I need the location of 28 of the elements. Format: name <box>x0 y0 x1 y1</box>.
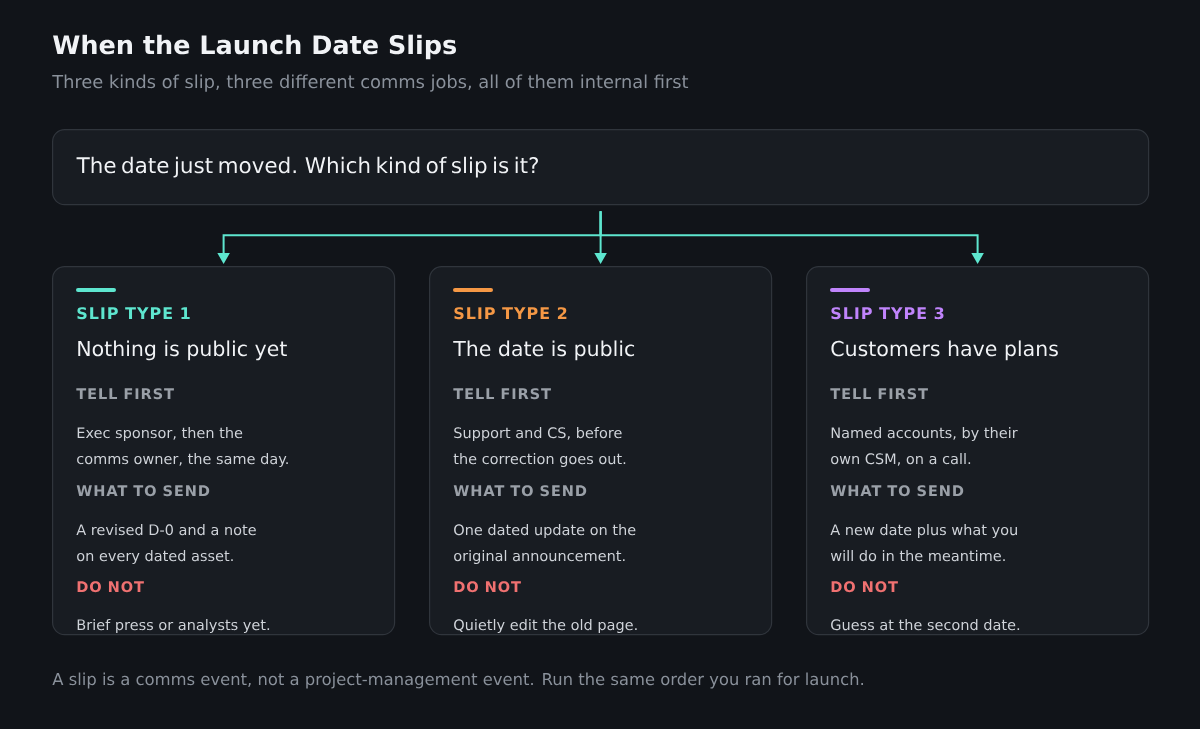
card-title: Customers have plans <box>831 340 1058 361</box>
section-heading: DO NOT <box>831 581 898 593</box>
body-text: Named accounts, by their own CSM, on a call. <box>831 427 1018 466</box>
section-heading: TELL FIRST <box>830 388 928 400</box>
body-text: Brief press or analysts yet. <box>77 619 270 634</box>
type-label: SLIP TYPE 3 <box>831 307 944 320</box>
section-heading: WHAT TO SEND <box>76 485 210 497</box>
section-heading: TELL FIRST <box>76 388 174 400</box>
body-text: Exec sponsor, then the comms owner, the same day. <box>77 427 288 468</box>
question-box: The date just moved. Which kind of slip is it? <box>52 129 1150 206</box>
type-label: SLIP TYPE 2 <box>454 307 567 320</box>
body-text: Quietly edit the old page. <box>454 619 637 634</box>
body-text: A revised D-0 and a note on every dated asset. <box>76 524 256 565</box>
body-text: Support and CS, before the correction goes out. <box>453 427 626 468</box>
section-heading: DO NOT <box>454 581 521 593</box>
type-label: SLIP TYPE 1 <box>77 307 190 320</box>
card-title: The date is public <box>453 340 635 361</box>
body-text: Guess at the second date. <box>831 619 1020 631</box>
footnote: A slip is a comms event, not a project-management event. Run the same order you ran for launch. <box>52 672 863 689</box>
section-heading: TELL FIRST <box>453 388 551 400</box>
body-text: One dated update on the original announcement. <box>454 524 636 565</box>
section-heading: DO NOT <box>77 581 144 593</box>
body-text: A new date plus what you will do in the meantime. <box>830 524 1017 562</box>
subtitle: Three kinds of slip, three different comms jobs, all of them internal first <box>52 74 689 92</box>
section-heading: WHAT TO SEND <box>830 485 964 497</box>
section-heading: WHAT TO SEND <box>453 485 587 497</box>
title: When the Launch Date Slips <box>53 34 456 60</box>
card-title: Nothing is public yet <box>78 340 287 361</box>
